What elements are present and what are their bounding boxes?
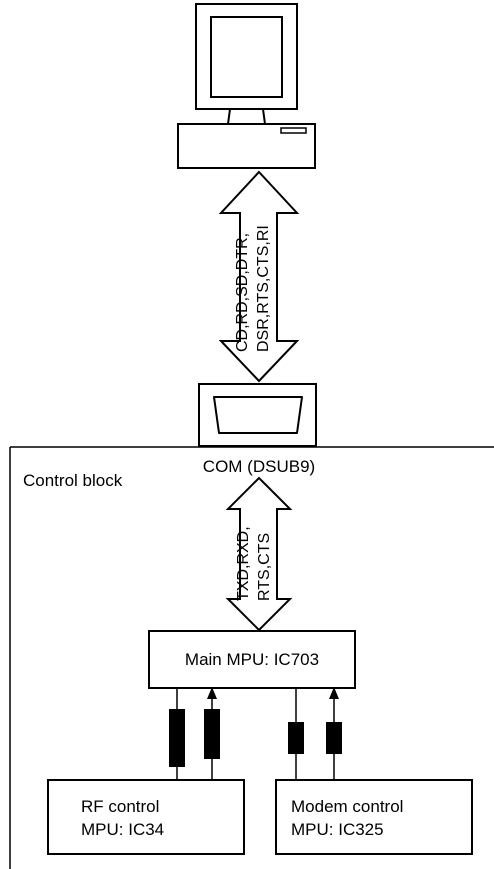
rf-control-label-line2: MPU: IC34 — [81, 820, 164, 839]
rf-control-label-line1: RF control — [81, 797, 159, 816]
modem-control-box — [275, 779, 473, 855]
connector-label: COM (DSUB9) — [203, 457, 315, 476]
modem-link-up — [326, 687, 342, 780]
modem-control-label-line2: MPU: IC325 — [291, 820, 384, 839]
bus-label-top-line1: CD,RD,SD,DTR, — [234, 233, 251, 352]
dsub9-connector-icon — [198, 383, 317, 447]
computer-icon — [177, 3, 316, 169]
bus-label-bottom-line2: RTS,CTS — [256, 533, 273, 601]
control-block-label: Control block — [23, 471, 123, 490]
bus-arrow-top — [218, 170, 300, 383]
bus-label-bottom-line1: TXD,RXD, — [235, 526, 252, 601]
rf-link-up — [204, 687, 220, 780]
main-mpu-label: Main MPU: IC703 — [185, 650, 319, 669]
modem-control-label-line1: Modem control — [291, 797, 403, 816]
main-mpu-box — [148, 630, 356, 689]
bus-label-top-line2: DSR,RTS,CTS,RI — [255, 225, 272, 352]
rf-control-box — [47, 779, 245, 855]
